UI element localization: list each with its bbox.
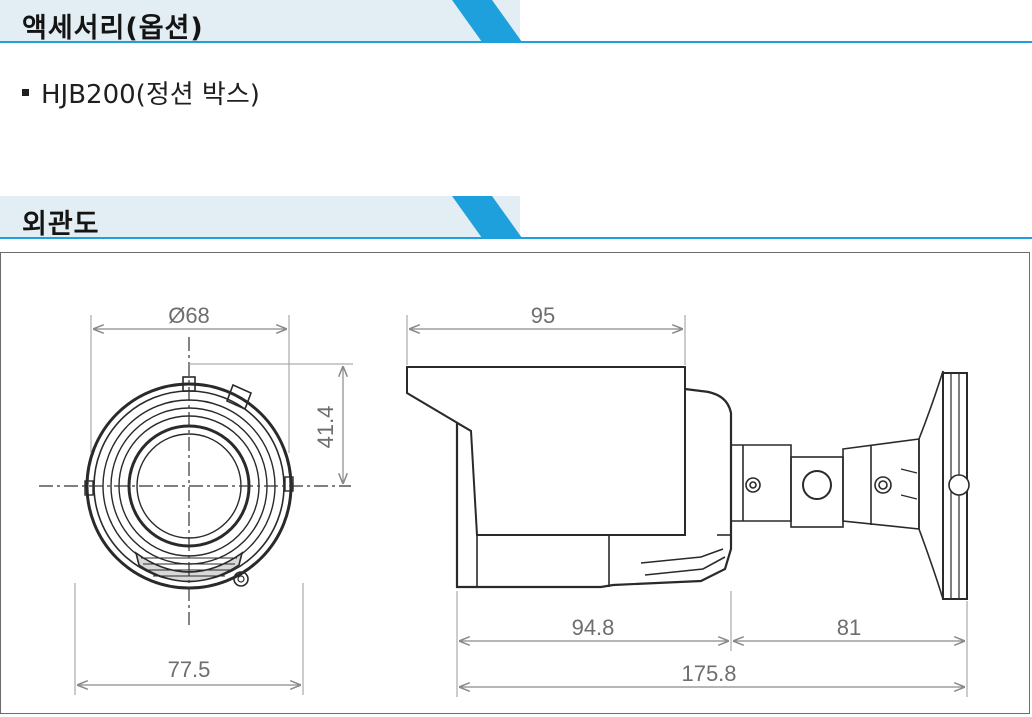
side-view-extension-lines xyxy=(406,315,968,697)
side-view-camera xyxy=(406,366,970,600)
accessory-item-label: HJB200(정션 박스) xyxy=(41,80,260,110)
accessory-list-item: HJB200(정션 박스) xyxy=(22,74,260,111)
dim-label-front-height: 41.4 xyxy=(313,406,338,449)
bullet-square-icon xyxy=(22,89,29,96)
dimension-drawing-frame: Ø68 41.4 77.5 xyxy=(0,252,1030,714)
section-band xyxy=(0,196,520,238)
dim-label-side-body-bottom: 94.8 xyxy=(572,615,615,640)
section-rule xyxy=(0,41,1032,43)
section-accent-triangle xyxy=(452,0,522,42)
section-title-dimensions: 외관도 xyxy=(22,209,100,240)
dimension-drawing: Ø68 41.4 77.5 xyxy=(39,303,970,697)
dim-label-side-bracket: 81 xyxy=(837,615,861,640)
dim-label-side-total: 175.8 xyxy=(681,661,736,686)
section-rule xyxy=(0,237,1032,239)
front-view-centerlines xyxy=(39,337,351,625)
dim-label-front-width: 77.5 xyxy=(168,657,211,682)
section-header-accessories: 액세서리(옵션) xyxy=(0,0,1032,44)
dim-label-front-diameter: Ø68 xyxy=(168,303,210,328)
front-view-extension-lines xyxy=(74,315,353,695)
section-accent-triangle xyxy=(452,196,522,238)
section-band xyxy=(0,0,520,42)
section-title-accessories: 액세서리(옵션) xyxy=(22,13,204,44)
dim-label-side-body-top: 95 xyxy=(531,303,555,328)
section-header-dimensions: 외관도 xyxy=(0,196,1032,240)
